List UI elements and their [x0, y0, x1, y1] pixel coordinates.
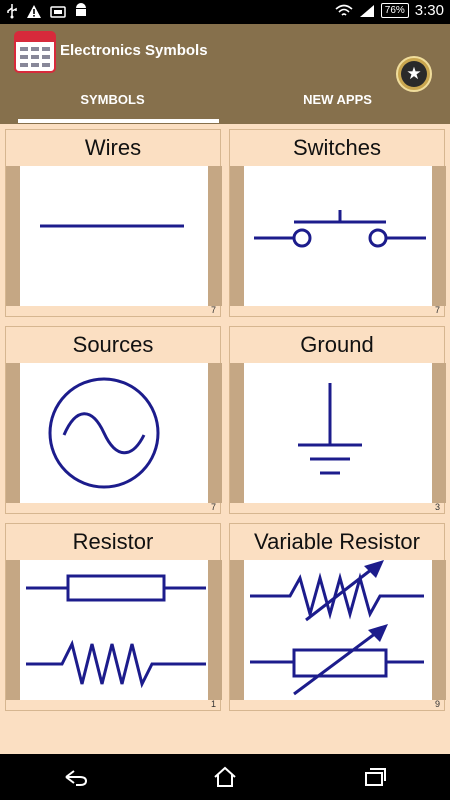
card-title: Wires	[84, 135, 142, 160]
warning-icon	[27, 4, 41, 18]
card-title: Resistor	[72, 529, 154, 554]
app-title: Electronics Symbols	[60, 42, 208, 59]
back-button[interactable]	[50, 757, 100, 797]
clock: 3:30	[414, 2, 444, 19]
notification-icons	[6, 3, 88, 19]
usb-icon	[7, 4, 17, 19]
symbols-grid: Wires 7 Switches 7 Sources	[0, 124, 450, 754]
card-ground[interactable]: Ground 3	[229, 326, 446, 514]
card-title: Sources	[72, 332, 154, 357]
symbol-image	[244, 363, 432, 503]
tab-bar: SYMBOLS NEW APPS	[0, 86, 450, 124]
symbol-image	[244, 166, 432, 306]
symbol-count: 3	[434, 502, 440, 512]
card-variable-resistor[interactable]: Variable Resistor 9	[229, 523, 446, 711]
symbol-count: 7	[434, 305, 440, 315]
symbol-count: 7	[210, 502, 216, 512]
home-icon	[214, 766, 236, 787]
app-logo	[14, 31, 56, 73]
symbol-image	[20, 363, 208, 503]
signal-icon	[359, 4, 374, 17]
app-bar: Electronics Symbols ★	[0, 24, 450, 124]
ac-source-symbol-icon	[48, 377, 160, 489]
recent-apps-icon	[365, 768, 386, 786]
card-resistor[interactable]: Resistor 1	[5, 523, 222, 711]
battery-level: 76%	[380, 3, 409, 18]
symbol-image	[20, 166, 208, 306]
system-icons: 76% 3:30	[335, 2, 444, 19]
variable-resistor-symbol-icon	[250, 560, 424, 696]
android-icon	[76, 3, 86, 16]
card-title: Ground	[300, 332, 374, 357]
symbol-count: 7	[210, 305, 216, 315]
tab-symbols[interactable]: SYMBOLS	[0, 86, 225, 124]
symbol-count: 1	[210, 699, 216, 709]
symbol-count: 9	[434, 699, 440, 709]
symbol-image	[20, 560, 208, 700]
card-wires[interactable]: Wires 7	[5, 129, 222, 317]
switch-symbol-icon	[254, 210, 426, 248]
ground-symbol-icon	[298, 383, 362, 475]
card-title: Variable Resistor	[254, 529, 420, 554]
wire-symbol-icon	[40, 224, 184, 228]
resistor-symbol-icon	[26, 574, 206, 689]
symbol-image	[244, 560, 432, 700]
sd-card-icon	[50, 5, 66, 18]
card-switches[interactable]: Switches 7	[229, 129, 446, 317]
card-sources[interactable]: Sources 7	[5, 326, 222, 514]
tab-new-apps[interactable]: NEW APPS	[303, 92, 372, 107]
navigation-bar	[0, 754, 450, 800]
status-bar: 76% 3:30	[0, 0, 450, 24]
home-button[interactable]	[200, 757, 250, 797]
rate-button[interactable]: ★	[396, 56, 432, 92]
recent-apps-button[interactable]	[350, 757, 400, 797]
card-title: Switches	[292, 135, 382, 160]
back-icon	[65, 770, 88, 786]
wifi-icon	[335, 4, 353, 16]
star-icon: ★	[401, 61, 427, 87]
